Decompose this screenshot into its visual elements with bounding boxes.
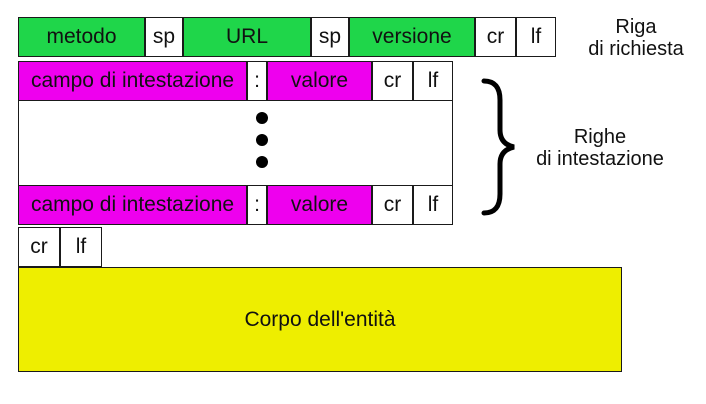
header-value-1: valore <box>267 61 372 101</box>
request-cr-field: cr <box>475 17 516 57</box>
request-lf-field: lf <box>516 17 556 57</box>
header-field-1: campo di intestazione <box>18 61 247 101</box>
url-field: URL <box>183 17 311 57</box>
header-cr-label-1: cr <box>383 69 402 92</box>
header-colon-label-2: : <box>254 193 260 216</box>
header-lf-label-2: lf <box>427 193 439 216</box>
header-value-label-1: valore <box>290 69 349 92</box>
blank-cr-label: cr <box>30 235 48 258</box>
header-lf-2: lf <box>413 185 453 225</box>
header-field-label-1: campo di intestazione <box>30 69 235 92</box>
sp-field-1: sp <box>145 17 183 57</box>
method-field: metodo <box>18 17 145 57</box>
header-cr-label-2: cr <box>383 193 402 216</box>
request-lf-label: lf <box>530 25 542 48</box>
ellipsis-dot-1 <box>256 112 268 124</box>
ellipsis-dot-2 <box>256 134 268 146</box>
header-lines-brace <box>481 78 515 216</box>
blank-cr-field: cr <box>18 227 60 267</box>
method-label: metodo <box>46 25 117 48</box>
header-colon-1: : <box>247 61 267 101</box>
header-cr-1: cr <box>372 61 413 101</box>
request-line-caption-1: Riga <box>615 16 657 38</box>
request-line-caption-2: di richiesta <box>588 38 684 60</box>
header-lf-1: lf <box>413 61 453 101</box>
blank-lf-label: lf <box>75 235 87 258</box>
header-value-2: valore <box>267 185 372 225</box>
ellipsis-dot-3 <box>256 156 268 168</box>
header-field-2: campo di intestazione <box>18 185 247 225</box>
header-lines-gap <box>18 101 453 185</box>
sp-field-2: sp <box>311 17 349 57</box>
blank-lf-field: lf <box>60 227 102 267</box>
request-line-caption: Riga di richiesta <box>578 16 694 60</box>
header-lines-caption-2: di intestazione <box>536 148 664 170</box>
header-lines-caption: Righe di intestazione <box>520 126 680 170</box>
version-label: versione <box>372 25 452 48</box>
entity-body-label: Corpo dell'entità <box>244 307 396 331</box>
url-label: URL <box>225 25 268 48</box>
header-lines-caption-1: Righe <box>573 126 627 148</box>
header-colon-2: : <box>247 185 267 225</box>
sp-label-2: sp <box>318 25 342 48</box>
sp-label-1: sp <box>152 25 176 48</box>
header-value-label-2: valore <box>290 193 349 216</box>
request-cr-label: cr <box>486 25 505 48</box>
header-lf-label-1: lf <box>427 69 439 92</box>
header-field-label-2: campo di intestazione <box>30 193 235 216</box>
header-colon-label-1: : <box>254 69 260 92</box>
version-field: versione <box>349 17 475 57</box>
entity-body: Corpo dell'entità <box>18 267 622 372</box>
header-cr-2: cr <box>372 185 413 225</box>
